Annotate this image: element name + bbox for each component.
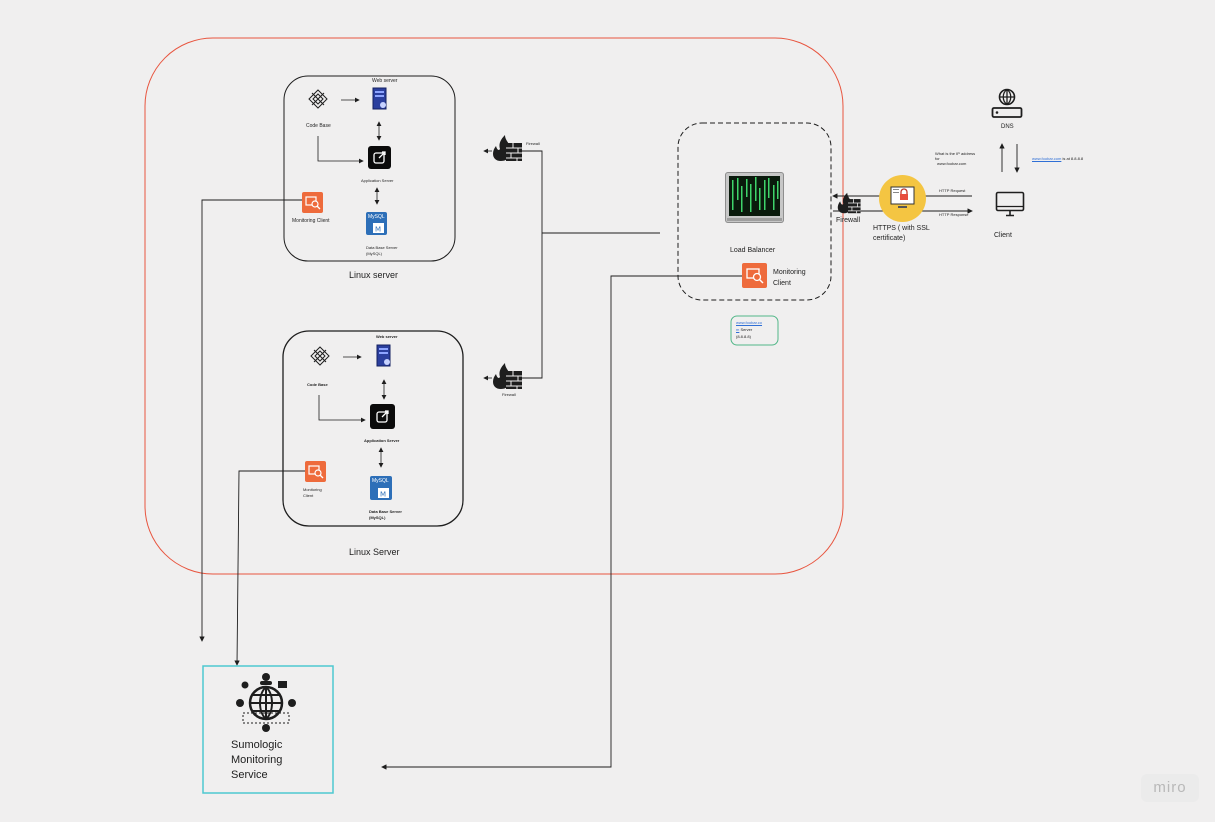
infrastructure-boundary bbox=[144, 37, 844, 575]
svg-text:M: M bbox=[380, 491, 386, 499]
dns-note-link-2[interactable]: m bbox=[736, 327, 740, 332]
http-request-label: HTTP Request bbox=[939, 188, 966, 193]
db-name-label: (MySQL) bbox=[369, 515, 386, 520]
sumologic-label-2: Monitoring bbox=[231, 754, 283, 766]
dns-label: DNS bbox=[1001, 124, 1014, 130]
client-computer-icon bbox=[995, 191, 1025, 217]
client-label: Client bbox=[994, 232, 1012, 239]
monitoring-client-icon bbox=[305, 461, 326, 482]
code-base-icon bbox=[310, 346, 330, 366]
firewall-1-icon bbox=[493, 135, 522, 161]
dns-note-ip: (8.8.8.8) bbox=[736, 334, 751, 339]
dns-answer-text: is at 8.8.8.8 bbox=[1061, 156, 1084, 161]
lb-monitoring-label-1: Monitoring bbox=[773, 269, 806, 276]
miro-logo[interactable]: miro bbox=[1141, 774, 1199, 802]
application-server-icon bbox=[368, 146, 391, 169]
sumologic-label-1: Sumologic bbox=[231, 739, 283, 751]
linux-server-1-box bbox=[283, 75, 456, 262]
db-name-label: (MySQL) bbox=[366, 251, 382, 256]
lb-monitoring-client-icon bbox=[742, 263, 767, 288]
svg-text:M: M bbox=[375, 226, 381, 234]
https-label-1: HTTPS ( with SSL bbox=[873, 225, 930, 232]
application-server-label: Application Server bbox=[364, 438, 400, 443]
http-response-label: HTTP Response bbox=[939, 212, 969, 217]
sumologic-network-icon bbox=[236, 673, 296, 732]
firewall-3-icon bbox=[837, 192, 861, 214]
db-server-label: Data Base Server bbox=[369, 509, 402, 514]
monitoring-client-label: Monitoring Client bbox=[292, 218, 330, 224]
web-server-icon bbox=[372, 87, 387, 110]
https-label-2: certificate) bbox=[873, 235, 906, 242]
monitoring-client-label-2: Client bbox=[303, 493, 314, 498]
dns-answer: www.foobar.com is at 8.8.8.8 bbox=[1032, 156, 1083, 161]
dns-answer-link[interactable]: www.foobar.com bbox=[1032, 156, 1062, 161]
dns-question-1: What is the IP address bbox=[935, 151, 976, 156]
mysql-icon: MySQL M bbox=[370, 476, 392, 500]
sumologic-label-3: Service bbox=[231, 769, 268, 781]
mysql-icon: MySQL M bbox=[366, 212, 387, 235]
code-base-label: Code Base bbox=[307, 382, 328, 387]
sumologic-box bbox=[202, 665, 334, 794]
linux-server-2-box bbox=[282, 330, 464, 527]
web-server-icon bbox=[376, 344, 391, 367]
db-server-label: Data Base Server bbox=[366, 245, 398, 250]
dns-question-2: for bbox=[935, 156, 940, 161]
code-base-label: Code Base bbox=[306, 123, 331, 129]
dns-note-text: Server bbox=[739, 327, 753, 332]
dns-note-box bbox=[730, 315, 779, 346]
server-2-title: Linux Server bbox=[349, 547, 400, 557]
code-base-icon bbox=[308, 89, 328, 109]
firewall-2-icon bbox=[493, 363, 522, 389]
load-balancer-label: Load Balancer bbox=[730, 247, 776, 254]
mysql-icon-label: MySQL bbox=[372, 478, 389, 484]
load-balancer-screen-icon bbox=[725, 172, 784, 223]
monitoring-client-label-1: Monitoring bbox=[303, 487, 322, 492]
web-server-label: Web server bbox=[372, 78, 398, 84]
application-server-icon bbox=[370, 404, 395, 429]
mysql-icon-label: MySQL bbox=[368, 214, 385, 220]
web-server-label: Web server bbox=[376, 334, 398, 339]
firewall-1-label: Firewall bbox=[526, 141, 540, 146]
dns-question-3: www.foobar.com bbox=[937, 161, 967, 166]
dns-note-link-1[interactable]: www.foobar.co bbox=[736, 320, 763, 325]
firewall-2-label: Firewall bbox=[502, 392, 516, 397]
dns-icon bbox=[991, 88, 1023, 118]
ssl-lock-icon bbox=[879, 175, 926, 222]
lb-monitoring-label-2: Client bbox=[773, 280, 791, 287]
monitoring-client-icon bbox=[302, 192, 323, 213]
firewall-3-label: Firewall bbox=[836, 217, 861, 224]
load-balancer-box bbox=[677, 122, 832, 301]
application-server-label: Application Server bbox=[361, 178, 394, 183]
server-1-title: Linux server bbox=[349, 270, 399, 280]
